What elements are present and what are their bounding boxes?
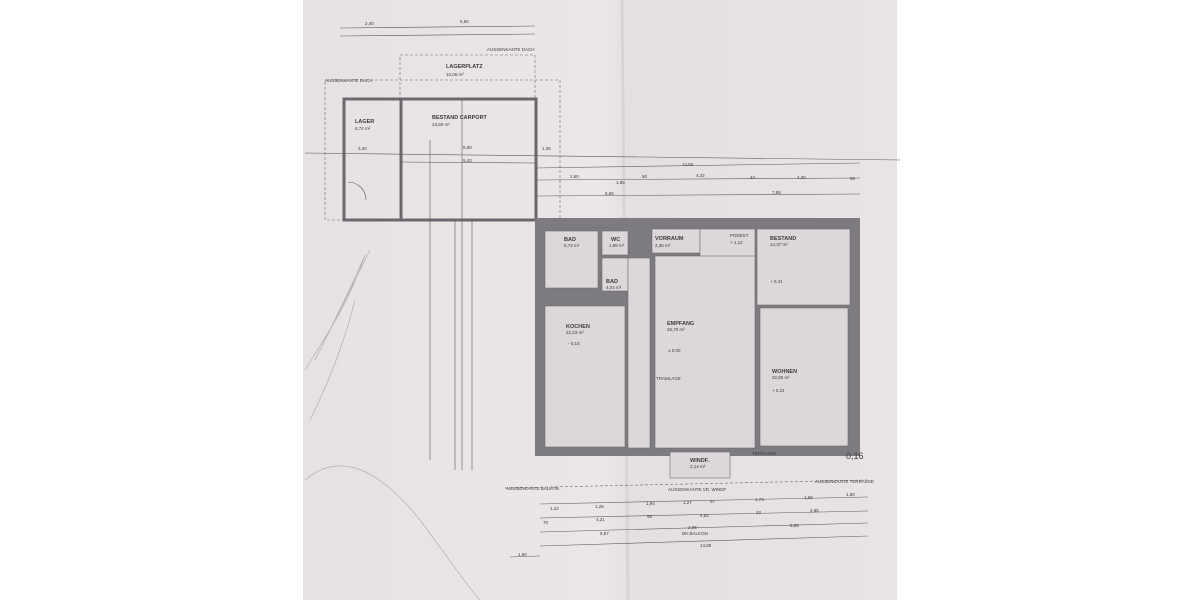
dim: 55 [647, 514, 653, 519]
room-area: 22,23 m² [566, 330, 584, 335]
room-label: VORRAUM [655, 236, 684, 242]
dim: 5,65 [605, 191, 614, 196]
aussenkante-windf-label: AUSSENKANTE VD. WINDF [668, 487, 727, 492]
dim: 70 [543, 520, 549, 525]
room-area: 2,36 m² [655, 243, 671, 248]
aussenkante-balkon-label: AUSSENKANTE BALKON [506, 486, 559, 491]
room-area: 26,70 m² [667, 327, 685, 332]
bottom-dimensions: 1,22 1,25 1,94 1,27 97 1,73 1,65 1,50 70… [509, 492, 869, 558]
carport-label: BESTAND CARPORT [432, 115, 488, 121]
room-label: BAD [564, 237, 576, 243]
room-label: WC [611, 237, 620, 243]
level: - 0,10 [568, 341, 580, 346]
room-area: + 1,12 [730, 240, 743, 245]
room-label: WOHNEN [772, 369, 797, 375]
pencil-scribble [304, 249, 481, 600]
house-top-dimensions: 14,55 2,60 1,85 50 4,22 42 4,30 65 5,65 … [534, 162, 861, 197]
room-area: 1,98 m² [609, 243, 625, 248]
dim: 1,73 [755, 497, 764, 502]
dim: 2,05 [688, 525, 697, 530]
level: + 0,41 [770, 279, 783, 284]
room-label: PODEST [730, 233, 749, 238]
lagerplatz-area: 10,06 m² [446, 72, 464, 77]
dim: 1,25 [595, 504, 604, 509]
lagerplatz-outline [399, 54, 536, 101]
windfang [669, 451, 731, 479]
dim: 4,30 [797, 175, 806, 180]
dim: 1,85 [616, 180, 625, 185]
dim: 1,50 [518, 552, 527, 557]
level: ± 0,00 [668, 348, 681, 353]
room-label: WINDF. [690, 458, 709, 464]
dim: 42 [750, 175, 756, 180]
dim: 5,80 [463, 145, 472, 150]
dim: 6,89 [790, 523, 799, 528]
aussenkante-terrasse-label: AUSSENKANTE TERRASSE [815, 479, 874, 484]
elevation-label: 0,16 [846, 451, 864, 461]
room-area: 4,04 m² [606, 285, 622, 290]
dim: 42 [756, 510, 762, 515]
dim: 1,27 [683, 500, 692, 505]
dim: 4,21 [596, 517, 605, 522]
room-label: BAD [606, 279, 618, 285]
tramlage-label: TRAMLAGE [656, 376, 681, 381]
rooms [544, 228, 851, 449]
dk-balkon-label: DK.BALKON [682, 531, 708, 536]
dim: 14,55 [682, 162, 694, 167]
dim: 1,50 [846, 492, 855, 497]
dim: 7,88 [772, 190, 781, 195]
room-label: BESTAND [770, 236, 796, 242]
dim: 1,94 [646, 501, 655, 506]
dim: 2,40 [365, 21, 374, 26]
dim: 14,85 [700, 543, 712, 548]
dim: 65 [850, 176, 856, 181]
dim: 5,87 [600, 531, 609, 536]
door-swing [347, 181, 367, 201]
aussenkante-dach-label: AUSSENKANTE DACH [487, 47, 535, 52]
dim: 5,60 [460, 19, 469, 24]
dim: 1,22 [550, 506, 559, 511]
dim: 1,65 [804, 495, 813, 500]
room-area: 14,37 m² [770, 242, 788, 247]
lager-label: LAGER [355, 119, 374, 125]
dim: 1,06 [542, 146, 551, 151]
level: + 0,21 [772, 388, 785, 393]
dim: 4,22 [696, 173, 705, 178]
room-label: EMPFANG [667, 321, 694, 327]
room-area: 5,73 m² [564, 243, 580, 248]
room-area: 2,14 m² [690, 464, 706, 469]
dim: 50 [642, 174, 648, 179]
room-label: KOCHEN [566, 324, 590, 330]
carport-area: 23,69 m² [432, 122, 450, 127]
dim: 97 [710, 499, 716, 504]
carport-top-dimensions: 2,40 5,60 [339, 19, 536, 37]
dim: 5,42 [463, 158, 472, 163]
room-area: 32,86 m² [772, 375, 790, 380]
terrasse-label: TERRASSE [752, 451, 776, 456]
dim: 4,52 [700, 513, 709, 518]
carport-walls [342, 97, 538, 222]
dim: 4,85 [810, 508, 819, 513]
lager-area: 6,72 m² [355, 126, 371, 131]
dim: 3,20 [358, 146, 367, 151]
dim: 2,60 [570, 174, 579, 179]
lagerplatz-label: LAGERPLATZ [446, 64, 483, 70]
aussenkante-dach-label: AUSSENKANTE DACH [325, 78, 373, 83]
